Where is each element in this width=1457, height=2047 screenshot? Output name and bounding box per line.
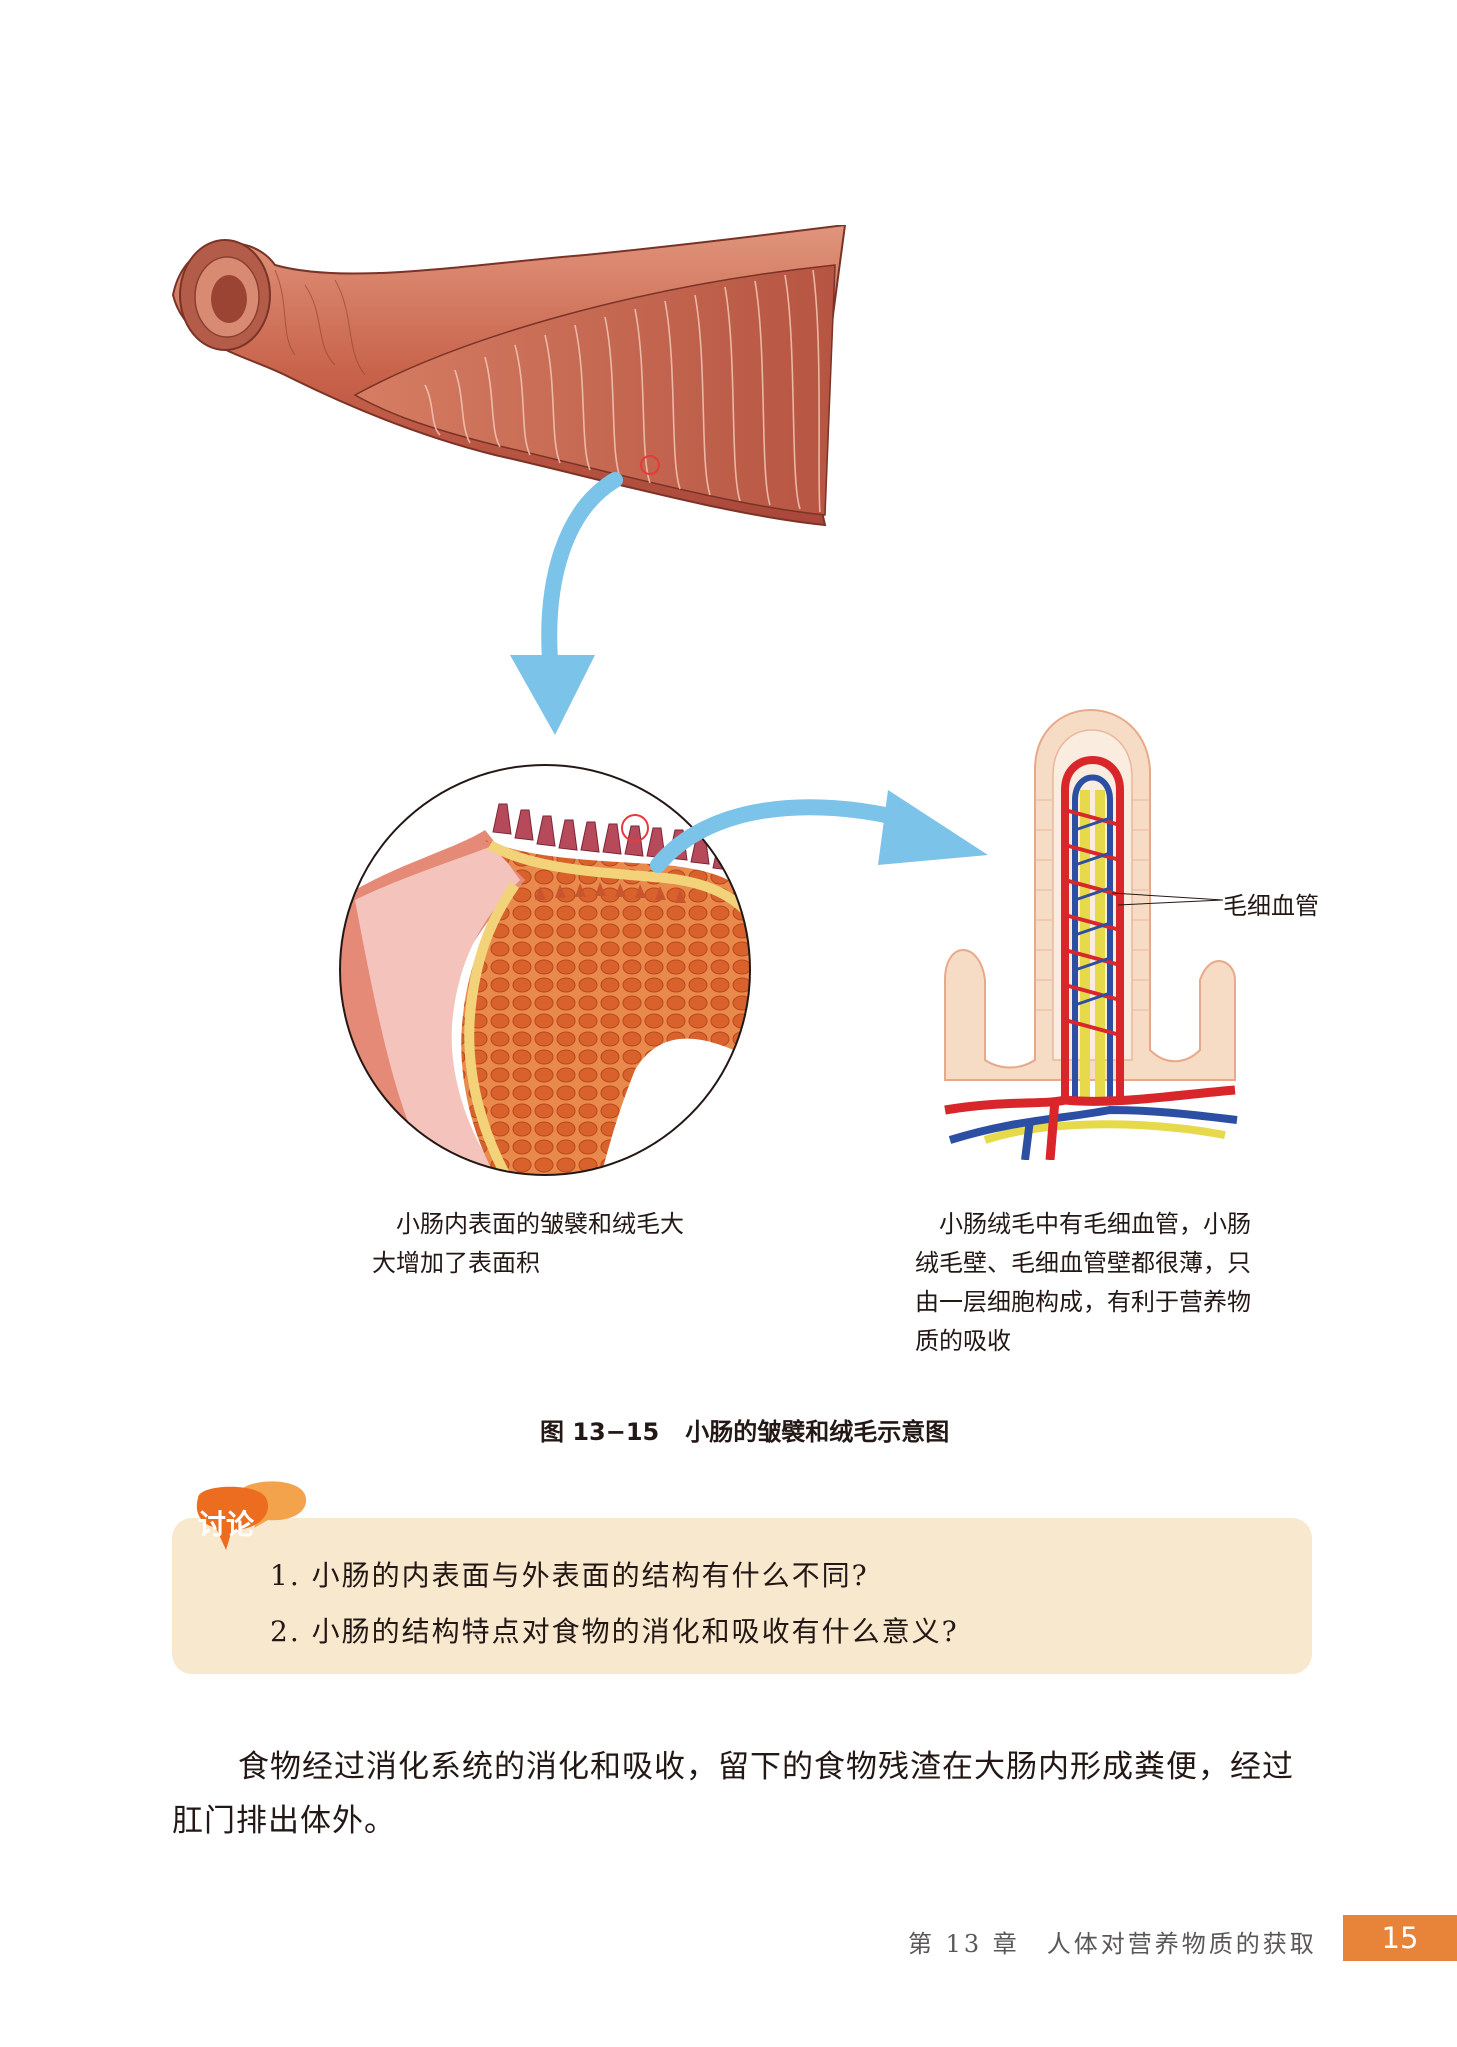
villus-illustration bbox=[944, 709, 1238, 1160]
capillary-label: 毛细血管 bbox=[1223, 892, 1319, 920]
page-number-box: 15 bbox=[1343, 1915, 1457, 1961]
curved-arrow-icon bbox=[510, 472, 623, 735]
figure-title-text: 小肠的皱襞和绒毛示意图 bbox=[685, 1418, 950, 1446]
speech-bubble-icon bbox=[196, 1481, 307, 1550]
curved-arrow-icon bbox=[650, 790, 988, 873]
page-number: 15 bbox=[1381, 1921, 1419, 1955]
discussion-question-2: 2. 小肠的结构特点对食物的消化和吸收有什么意义? bbox=[270, 1615, 959, 1648]
footer-chapter: 第 13 章 人体对营养物质的获取 bbox=[908, 1930, 1317, 1958]
discussion-question-1: 1. 小肠的内表面与外表面的结构有什么不同? bbox=[270, 1559, 869, 1592]
discussion-box bbox=[172, 1518, 1312, 1674]
figure-title: 图 13−15 小肠的皱襞和绒毛示意图 bbox=[540, 1412, 949, 1447]
body-paragraph: 食物经过消化系统的消化和吸收，留下的食物残渣在大肠内形成粪便，经过肛门排出体外。 bbox=[172, 1749, 1294, 1839]
figure-number: 图 13−15 bbox=[540, 1418, 660, 1446]
caption-left: 小肠内表面的皱襞和绒毛大大增加了表面积 bbox=[372, 1210, 684, 1277]
small-intestine-illustration bbox=[171, 225, 847, 527]
discussion-badge-label: 讨论 bbox=[198, 1508, 255, 1541]
magnified-fold-illustration bbox=[339, 764, 751, 1176]
caption-right: 小肠绒毛中有毛细血管，小肠绒毛壁、毛细血管壁都很薄，只由一层细胞构成，有利于营养… bbox=[915, 1210, 1251, 1355]
